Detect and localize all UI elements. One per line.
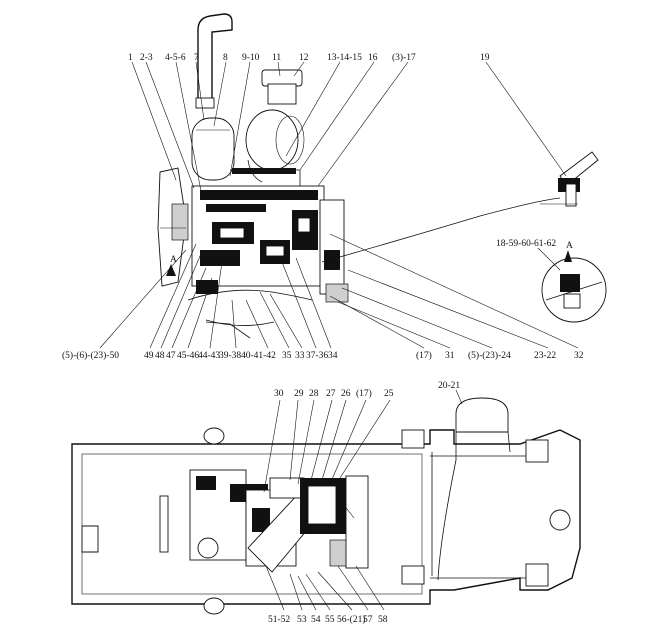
callout-34: 34 <box>328 351 338 361</box>
callout-37-36: 37-36 <box>306 351 328 361</box>
callout-5-6-23-50: (5)-(6)-(23)-50 <box>62 350 119 361</box>
callout-45-46: 45-46 <box>177 351 199 361</box>
callout-30: 30 <box>274 389 284 399</box>
callout-51-52: 51-52 <box>268 615 290 625</box>
callout-1: 1 <box>128 53 133 63</box>
callout-11: 11 <box>272 53 281 63</box>
callout-2-3: 2-3 <box>140 53 153 63</box>
callout-48: 48 <box>155 351 165 361</box>
callout-12: 12 <box>299 53 309 63</box>
top-leader-lines <box>131 61 567 271</box>
callout-13-14-15: 13-14-15 <box>327 53 362 63</box>
callout-35: 35 <box>282 351 292 361</box>
chassis-top-view <box>71 397 581 615</box>
callout-labels: 1 2-3 4-5-6 7 8 9-10 11 12 13-14-15 16 (… <box>62 52 584 625</box>
view-marker-a-right: A <box>566 241 573 251</box>
callout-18-59-60-61-62: 18-59-60-61-62 <box>496 239 556 249</box>
callout-16: 16 <box>368 53 378 63</box>
callout-58: 58 <box>378 615 388 625</box>
callout-25: 25 <box>384 389 394 399</box>
callout-28: 28 <box>309 389 319 399</box>
callout-32: 32 <box>574 351 584 361</box>
callout-20-21: 20-21 <box>438 381 460 391</box>
callout-8: 8 <box>223 53 228 63</box>
callout-44-43: 44-43 <box>198 351 220 361</box>
callout-47: 47 <box>166 351 176 361</box>
callout-54: 54 <box>311 615 321 625</box>
engine-side-view <box>157 13 607 339</box>
callout-4-5-6: 4-5-6 <box>165 53 186 63</box>
callout-49: 49 <box>144 351 154 361</box>
callout-40-41-42: 40-41-42 <box>241 351 276 361</box>
callout-55: 55 <box>325 615 335 625</box>
callout-17-chassis: (17) <box>356 388 372 399</box>
callout-23-22: 23-22 <box>534 351 556 361</box>
callout-17-bottom: (17) <box>416 350 432 361</box>
callout-9-10: 9-10 <box>242 53 260 63</box>
callout-53: 53 <box>297 615 307 625</box>
callout-26: 26 <box>341 389 351 399</box>
callout-19: 19 <box>480 53 490 63</box>
callout-33: 33 <box>295 351 305 361</box>
callout-29: 29 <box>294 389 304 399</box>
callout-27: 27 <box>326 389 336 399</box>
chassis-leader-lines <box>263 389 463 611</box>
callout-31: 31 <box>445 351 455 361</box>
callout-56-21: 56-(21) <box>337 614 366 625</box>
callout-57: 57 <box>363 615 373 625</box>
callout-39-38: 39-38 <box>219 351 241 361</box>
callout-7: 7 <box>194 53 199 63</box>
callout-3-17: (3)-17 <box>392 52 416 63</box>
engine-bottom-leader-lines <box>99 233 579 349</box>
view-marker-a-left: A <box>170 255 177 265</box>
callout-5-23-24: (5)-(23)-24 <box>468 350 511 361</box>
